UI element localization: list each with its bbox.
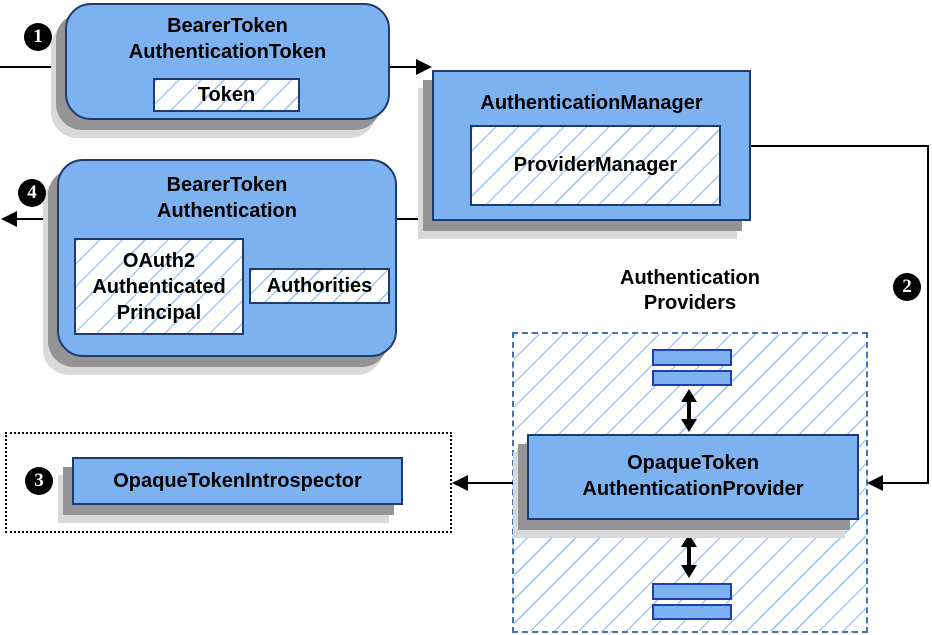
connector-step2-top <box>751 145 929 147</box>
arrow-left-icon <box>452 475 468 491</box>
node-provider-manager: ProviderManager <box>470 125 721 206</box>
provider-placeholder-bar <box>652 604 732 620</box>
node-title: OpaqueToken AuthenticationProvider <box>582 452 804 500</box>
step-4-number: 4 <box>27 182 37 203</box>
connector-step2-bottom <box>882 482 929 484</box>
connector-authentication-out <box>15 218 58 220</box>
connector-manager-to-authentication <box>397 218 433 220</box>
step-1-number: 1 <box>33 26 43 47</box>
node-authorities: Authorities <box>249 268 390 304</box>
node-title: BearerToken Authentication <box>157 174 297 222</box>
node-bearer-token-authentication-token: BearerToken AuthenticationToken Token <box>65 3 390 120</box>
connector-provider-to-introspector <box>467 482 528 484</box>
provider-placeholder-bar <box>652 583 732 600</box>
connector-token-to-manager <box>390 66 417 68</box>
provider-placeholder-bar <box>652 349 732 366</box>
arrow-down-icon <box>681 419 697 432</box>
node-authentication-manager: AuthenticationManager ProviderManager <box>432 70 751 221</box>
step-3-number: 3 <box>34 470 44 491</box>
connector-double-arrow-bottom <box>687 544 691 568</box>
node-opaque-token-introspector: OpaqueTokenIntrospector <box>72 457 403 505</box>
step-2-badge: 2 <box>893 273 921 301</box>
connector-double-arrow-top <box>687 399 691 422</box>
arrow-left-icon <box>1 211 17 227</box>
node-title: BearerToken AuthenticationToken <box>128 15 327 63</box>
node-token: Token <box>153 78 300 112</box>
provider-placeholder-bar <box>652 370 732 386</box>
arrow-down-icon <box>681 565 697 578</box>
arrow-up-icon <box>681 389 697 402</box>
connector-step2-vertical <box>927 145 929 484</box>
node-bearer-token-authentication: BearerToken Authentication OAuth2 Authen… <box>57 159 397 357</box>
connector-request-in <box>0 66 66 68</box>
arrow-right-icon <box>416 59 432 75</box>
node-title: AuthenticationManager <box>480 92 703 114</box>
arrow-up-icon <box>681 534 697 547</box>
step-3-badge: 3 <box>25 467 53 495</box>
node-opaque-token-authentication-provider: OpaqueToken AuthenticationProvider <box>527 434 859 520</box>
node-oauth2-authenticated-principal: OAuth2 Authenticated Principal <box>74 238 244 335</box>
step-2-number: 2 <box>902 276 912 297</box>
arrow-left-icon <box>867 475 883 491</box>
authentication-providers-label: Authentication Providers <box>620 267 760 314</box>
step-1-badge: 1 <box>24 23 52 51</box>
step-4-badge: 4 <box>18 179 46 207</box>
